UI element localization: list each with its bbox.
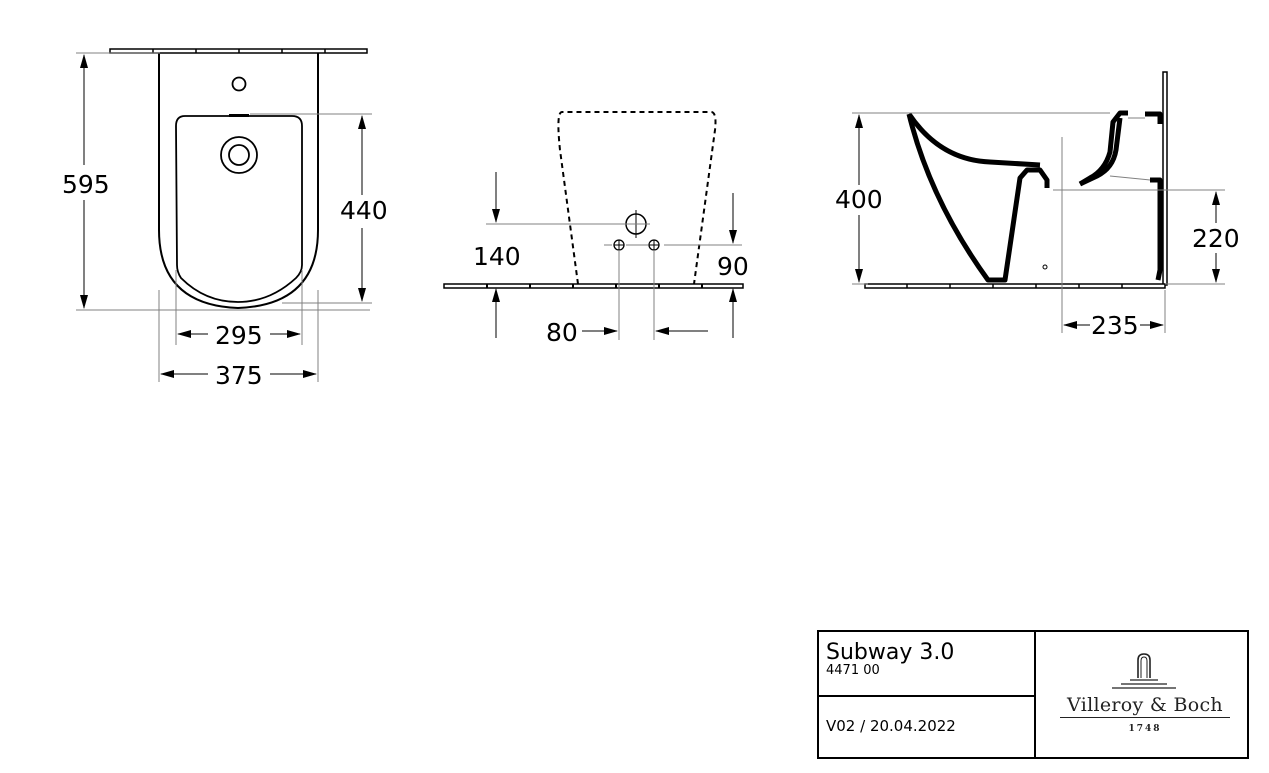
revision: V02 / 20.04.2022	[826, 717, 956, 735]
title-block: Subway 3.0 4471 00 V02 / 20.04.2022 Vill…	[817, 630, 1249, 759]
bidet-section-side	[906, 110, 1163, 283]
title-block-info: Subway 3.0 4471 00 V02 / 20.04.2022	[819, 632, 1036, 757]
bidet-outline-front-hidden	[557, 111, 717, 285]
top-view: 595 440 295 375	[62, 48, 388, 390]
brand-year: 1748	[1128, 724, 1162, 734]
dim-supply-height: 140	[473, 242, 521, 271]
article-number: 4471 00	[826, 663, 880, 678]
dim-bowl-width: 295	[215, 321, 263, 350]
front-view: 140 90 80	[443, 111, 749, 347]
bowl-outline-top	[175, 115, 303, 303]
product-name: Subway 3.0	[826, 640, 955, 665]
bidet-outline-top	[158, 53, 319, 310]
fountain-arch-icon	[1112, 653, 1176, 689]
brand-name: Villeroy & Boch	[1060, 694, 1230, 718]
tap-hole	[231, 76, 247, 92]
product-cell: Subway 3.0 4471 00	[819, 632, 1034, 697]
dim-total-width: 375	[215, 361, 263, 390]
drain	[220, 136, 258, 174]
dim-anchor-height: 90	[717, 252, 749, 281]
brand-logo: Villeroy & Boch 1748	[1036, 632, 1247, 757]
dim-waste-outlet-distance: 235	[1091, 311, 1139, 340]
dim-bowl-depth: 440	[340, 196, 388, 225]
dim-rim-height: 400	[835, 185, 883, 214]
dim-anchor-spacing: 80	[546, 318, 578, 347]
dim-waste-outlet-height: 220	[1192, 224, 1240, 253]
dim-total-depth: 595	[62, 170, 110, 199]
side-view: 400 220 235	[835, 71, 1240, 340]
